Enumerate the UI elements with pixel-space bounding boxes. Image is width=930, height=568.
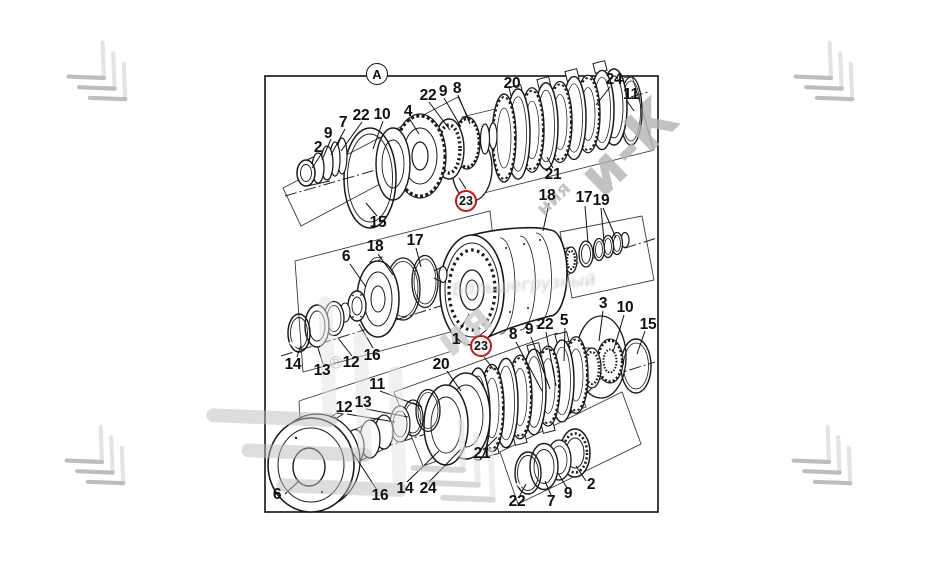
part-label-20-9: 20	[503, 75, 521, 92]
part-label-14-17: 14	[284, 356, 302, 373]
part-label-8-26: 8	[508, 326, 518, 343]
part-label-18-15: 18	[366, 238, 384, 255]
part-label-2-0: 2	[313, 139, 323, 156]
highlighted-part-label-23-1: 23	[470, 335, 492, 357]
part-label-22-41: 22	[508, 493, 526, 510]
part-label-20-25: 20	[432, 356, 450, 373]
top-assembly	[296, 60, 643, 229]
part-label-15-13: 15	[369, 214, 387, 231]
part-label-9-27: 9	[524, 321, 534, 338]
highlighted-part-label-23-0: 23	[455, 190, 477, 212]
view-marker-a: A	[366, 63, 388, 85]
part-label-1-21: 1	[451, 331, 461, 348]
part-label-14-38: 14	[396, 480, 414, 497]
part-label-6-36: 6	[272, 486, 282, 503]
part-label-10-31: 10	[616, 299, 634, 316]
part-label-9-1: 9	[323, 125, 333, 142]
part-label-18-22: 18	[538, 187, 556, 204]
part-label-22-3: 22	[352, 107, 370, 124]
part-label-7-42: 7	[546, 493, 556, 510]
part-label-17-16: 17	[406, 232, 424, 249]
part-label-15-32: 15	[639, 316, 657, 333]
part-label-9-43: 9	[563, 485, 573, 502]
part-label-8-8: 8	[452, 80, 462, 97]
part-label-19-24: 19	[592, 192, 610, 209]
part-label-6-14: 6	[341, 248, 351, 265]
part-label-3-30: 3	[598, 295, 608, 312]
part-label-21-40: 21	[473, 445, 491, 462]
part-label-9-7: 9	[438, 83, 448, 100]
part-label-13-18: 13	[313, 362, 331, 379]
part-label-11-33: 11	[369, 376, 385, 393]
part-label-12-34: 12	[335, 399, 353, 416]
part-label-16-37: 16	[371, 487, 389, 504]
part-label-7-2: 7	[338, 114, 348, 131]
part-label-17-23: 17	[575, 189, 593, 206]
part-label-22-28: 22	[536, 316, 554, 333]
part-label-4-5: 4	[403, 103, 413, 120]
part-label-12-19: 12	[342, 354, 360, 371]
part-label-11-11: 11	[623, 86, 639, 103]
part-label-21-12: 21	[544, 166, 562, 183]
part-label-16-20: 16	[363, 347, 381, 364]
part-label-22-6: 22	[419, 87, 437, 104]
part-label-10-4: 10	[373, 106, 391, 123]
part-label-24-10: 24	[605, 71, 623, 88]
part-label-24-39: 24	[419, 480, 437, 497]
part-label-13-35: 13	[354, 394, 372, 411]
part-label-5-29: 5	[559, 312, 569, 329]
part-label-2-44: 2	[586, 476, 596, 493]
